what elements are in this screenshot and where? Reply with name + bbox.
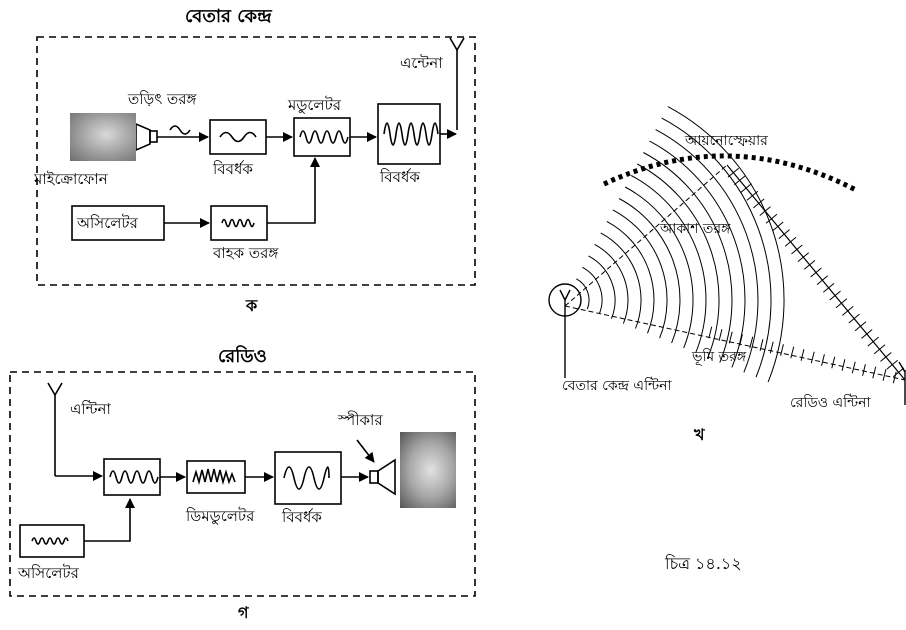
reflected-wave-tick xyxy=(887,360,898,369)
ground-wave-tick xyxy=(719,329,722,341)
receiver-modulated-wave xyxy=(110,471,158,483)
reflected-wave-tick xyxy=(836,299,847,308)
amplifier-2-wave xyxy=(384,123,438,145)
reflected-wave-tick xyxy=(855,322,866,331)
ground-wave-tick xyxy=(791,347,794,359)
carrier-wave-squiggle xyxy=(222,220,254,227)
ground-wave-tick xyxy=(729,332,732,344)
reflected-wave-tick xyxy=(798,253,809,262)
reflected-wave-tick xyxy=(792,245,803,254)
receiver-antenna-icon xyxy=(48,383,62,476)
microphone-label: মাইক্রোফোন xyxy=(34,172,108,187)
electric-wave-label: তড়িৎ তরঙ্গ xyxy=(128,92,197,107)
oscillator-label-transmitter: অসিলেটর xyxy=(77,216,138,231)
ground-wave-tick xyxy=(842,359,845,371)
reflected-wave-tick xyxy=(779,230,790,239)
sky-wave-arc xyxy=(582,267,602,314)
reflected-wave-tick xyxy=(817,276,828,285)
ground-wave-tick xyxy=(873,367,876,379)
reflected-wave-tick xyxy=(741,184,752,193)
transmitter-antenna-icon xyxy=(450,38,464,130)
reflected-wave-tick xyxy=(760,207,771,216)
caption-c: গ xyxy=(238,605,249,621)
sky-wave-arc xyxy=(613,210,667,338)
amplifier-1-wave xyxy=(220,133,256,142)
mouth-photo xyxy=(70,113,136,161)
station-antenna-label: বেতার কেন্দ্র এন্টিনা xyxy=(562,379,672,393)
reflected-wave-tick xyxy=(734,176,745,185)
ground-wave-tick xyxy=(822,354,825,366)
caption-b: খ xyxy=(694,427,705,443)
oscillator-label-receiver: অসিলেটর xyxy=(18,566,79,581)
ionosphere-arc xyxy=(604,156,856,190)
receiver-amplifier-label: বিবর্ধক xyxy=(282,510,322,525)
ground-wave-tick xyxy=(811,352,814,364)
amplifier-1-label: বিবর্ধক xyxy=(213,162,253,177)
amplifier-1-box xyxy=(210,120,266,154)
transmitter-title: বেতার কেন্দ্র xyxy=(185,8,272,26)
demodulator-wave xyxy=(193,469,235,482)
reflected-wave-tick xyxy=(862,330,873,339)
receiver-title: রেডিও xyxy=(218,348,267,366)
figure-caption: চিত্র ১৪.১২ xyxy=(665,556,742,572)
electric-wave-squiggle xyxy=(170,126,190,134)
radio-antenna-label: রেডিও এন্টিনা xyxy=(790,396,871,410)
ground-wave-tick xyxy=(883,369,886,381)
reflected-wave-tick xyxy=(849,314,860,323)
reflected-wave-tick xyxy=(766,214,777,223)
reflected-wave-tick xyxy=(747,191,758,200)
sky-wave-arc xyxy=(601,233,641,329)
microphone-icon xyxy=(136,124,157,150)
speaker-label: স্পীকার xyxy=(338,413,383,428)
receiver-amplifier-box xyxy=(275,452,341,504)
reflected-wave-tick xyxy=(830,291,841,300)
caption-a: ক xyxy=(246,298,257,314)
ground-wave-tick xyxy=(781,344,784,356)
carrier-wave-box xyxy=(211,206,267,240)
ground-wave-path xyxy=(565,306,905,380)
reflected-wave-tick xyxy=(881,353,892,362)
ionosphere-label: আয়নোস্ফেয়ার xyxy=(685,134,768,148)
amplifier-2-label: বিবর্ধক xyxy=(380,170,420,185)
reflected-wave-tick xyxy=(823,283,834,292)
sky-wave-label: আকাশ তরঙ্গ xyxy=(660,222,730,236)
demodulator-label: ডিমডুলেটর xyxy=(186,509,254,524)
ground-wave-tick xyxy=(709,327,712,339)
amplifier-2-box xyxy=(378,104,440,164)
receiver-antenna-label: এন্টিনা xyxy=(70,402,111,417)
reflected-wave-tick xyxy=(785,237,796,246)
reflected-wave-tick xyxy=(874,345,885,354)
ground-wave-tick xyxy=(801,349,804,361)
reflected-wave-tick xyxy=(773,222,784,231)
ground-wave-label: ভূমি তরঙ্গ xyxy=(692,350,746,364)
sky-wave-arc xyxy=(631,176,706,353)
ear-photo xyxy=(400,432,456,508)
reflected-wave-tick xyxy=(868,337,879,346)
modulator-wave xyxy=(300,131,348,143)
carrier-wave-label: বাহক তরঙ্গ xyxy=(213,246,278,261)
modulator-label: মডুলেটর xyxy=(288,98,341,113)
reflected-wave-tick xyxy=(804,260,815,269)
reflected-wave-tick xyxy=(811,268,822,277)
reflected-wave-tick xyxy=(728,168,739,177)
sky-wave-arc xyxy=(656,130,758,373)
speaker-icon xyxy=(370,460,395,494)
receiver-amplifier-wave xyxy=(284,467,329,489)
sky-wave-arc xyxy=(625,187,693,348)
ground-wave-tick xyxy=(852,362,855,374)
reflected-wave-tick xyxy=(842,306,853,315)
ground-wave-tick xyxy=(863,364,866,376)
receiver-oscillator-wave xyxy=(32,538,68,544)
sky-wave-arc xyxy=(589,256,616,319)
ground-wave-tick xyxy=(832,357,835,369)
station-antenna-icon xyxy=(549,284,581,378)
transmitter-antenna-label: এন্টেনা xyxy=(400,56,443,71)
